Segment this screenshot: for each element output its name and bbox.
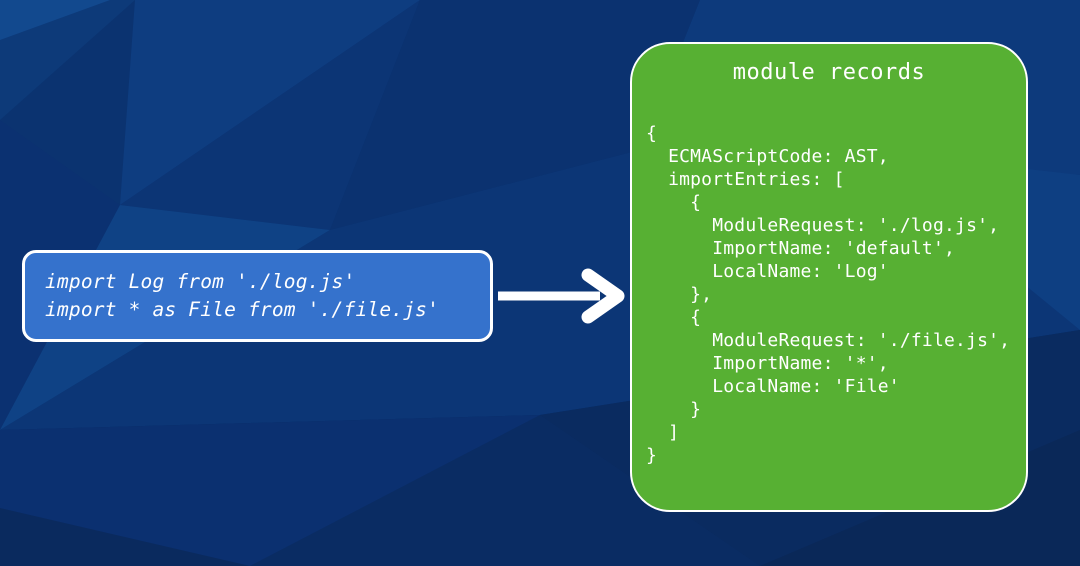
import-line-2: import * as File from './file.js'	[45, 298, 440, 321]
import-statements-box: import Log from './log.js' import * as F…	[22, 250, 493, 342]
module-records-code: { ECMAScriptCode: AST, importEntries: [ …	[646, 123, 1011, 466]
module-records-title: module records	[732, 60, 926, 85]
flow-arrow-icon	[498, 268, 625, 324]
module-records-box: module records { ECMAScriptCode: AST, im…	[630, 42, 1028, 512]
import-line-1: import Log from './log.js'	[45, 270, 356, 293]
